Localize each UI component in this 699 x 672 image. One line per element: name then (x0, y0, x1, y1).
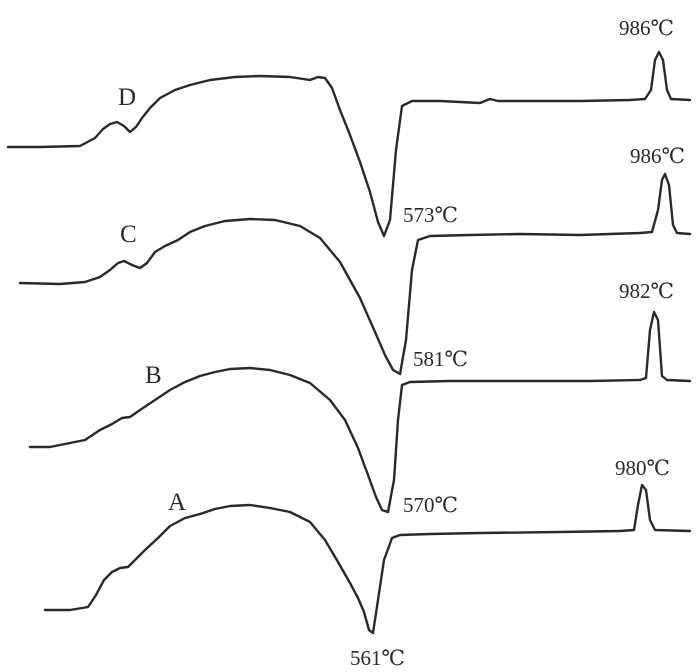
endotherm-peak-label-a: 561℃ (350, 646, 405, 670)
exotherm-peak-label-c: 986℃ (630, 144, 685, 168)
curve-d (6, 50, 692, 238)
series-label-c: C (120, 221, 137, 248)
endotherm-peak-label-d: 573℃ (403, 203, 458, 227)
curves-layer (6, 50, 692, 635)
exotherm-peak-label-d: 986℃ (619, 16, 674, 40)
curve-b (28, 310, 692, 514)
endotherm-peak-label-b: 570℃ (403, 493, 458, 517)
series-label-b: B (145, 362, 162, 389)
exotherm-peak-label-a: 980℃ (615, 456, 670, 480)
endotherm-peak-label-c: 581℃ (413, 347, 468, 371)
series-label-a: A (168, 489, 186, 516)
curve-c (18, 172, 692, 376)
series-label-d: D (118, 84, 136, 111)
exotherm-peak-label-b: 982℃ (619, 279, 674, 303)
curve-a (43, 483, 692, 635)
